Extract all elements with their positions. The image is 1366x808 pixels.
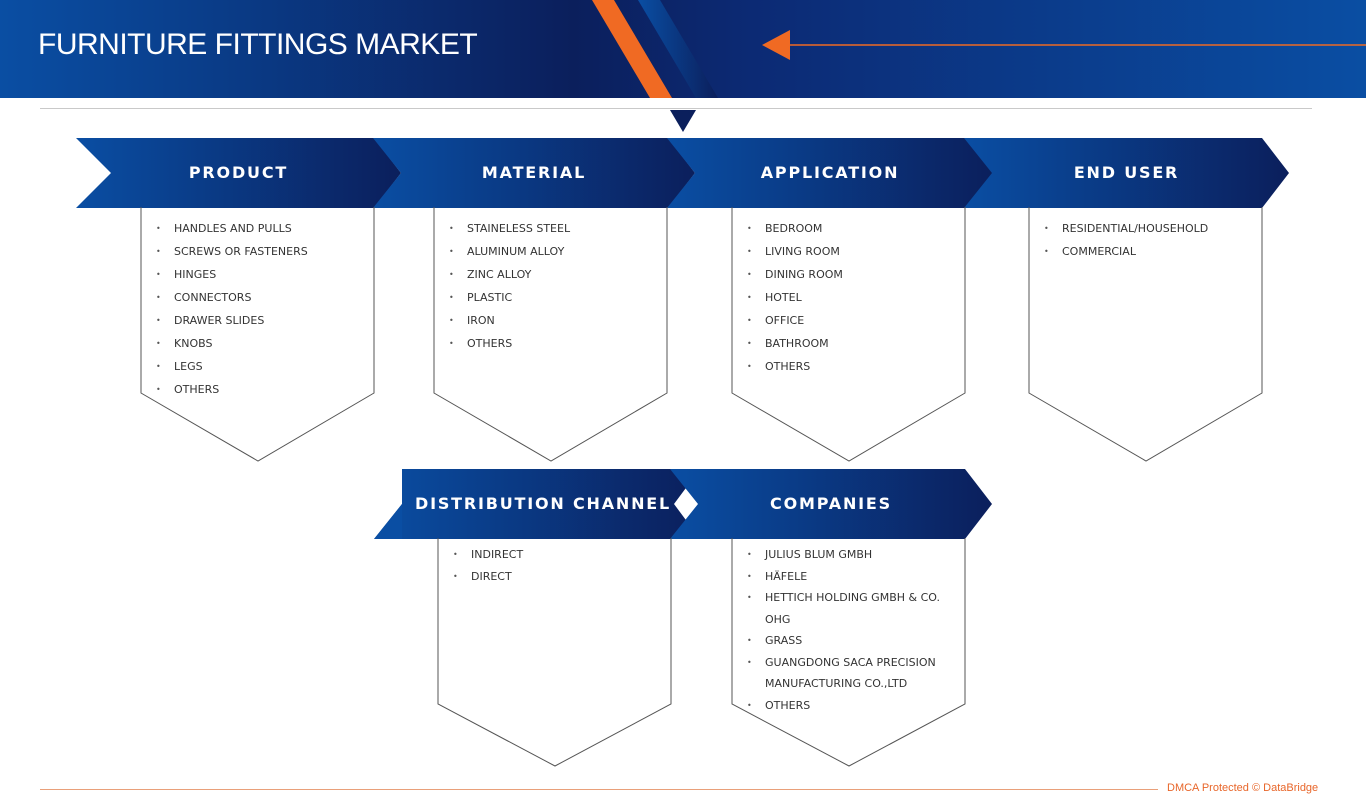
list-item: ZINC ALLOY [449,263,570,286]
segment-item-list: BEDROOM LIVING ROOM DINING ROOM HOTEL OF… [747,217,843,378]
list-item: OTHERS [156,378,308,401]
list-item: KNOBS [156,332,308,355]
page-title: FURNITURE FITTINGS MARKET [38,28,478,61]
footer-credit: DMCA Protected © DataBridge [1167,782,1319,794]
segment-label: DISTRIBUTION CHANNEL [415,494,671,513]
list-item: HETTICH HOLDING GMBH & CO. [747,587,940,609]
list-item: HINGES [156,263,308,286]
list-item: IRON [449,309,570,332]
list-item: HOTEL [747,286,843,309]
header-banner [0,0,1366,98]
segment-header-end-user: END USER [964,138,1289,208]
list-item: DINING ROOM [747,263,843,286]
segment-item-list: HANDLES AND PULLS SCREWS OR FASTENERS HI… [156,217,308,401]
list-item: COMMERCIAL [1044,240,1208,263]
segment-item-list: STAINELESS STEEL ALUMINUM ALLOY ZINC ALL… [449,217,570,355]
list-item: JULIUS BLUM GMBH [747,544,940,566]
segment-panel-end-user: RESIDENTIAL/HOUSEHOLD COMMERCIAL [1028,207,1264,463]
list-item: SCREWS OR FASTENERS [156,240,308,263]
triangle-down-icon [670,110,696,132]
list-item: OFFICE [747,309,843,332]
segment-item-list: RESIDENTIAL/HOUSEHOLD COMMERCIAL [1044,217,1208,263]
segment-label: END USER [1073,163,1180,182]
segment-panel-product: HANDLES AND PULLS SCREWS OR FASTENERS HI… [140,207,376,463]
list-item: OTHERS [747,355,843,378]
list-item: PLASTIC [449,286,570,309]
list-item: LEGS [156,355,308,378]
list-item: HÄFELE [747,566,940,588]
list-item: CONNECTORS [156,286,308,309]
segment-label: PRODUCT [188,163,289,182]
banner-graphic [0,0,1366,98]
banner-stripe-blue [638,0,718,98]
segment-header-application: APPLICATION [667,138,993,208]
segment-panel-companies: JULIUS BLUM GMBH HÄFELE HETTICH HOLDING … [731,538,967,768]
segment-header-material: MATERIAL [373,138,695,208]
list-item: INDIRECT [453,544,523,566]
list-item: DIRECT [453,566,523,588]
list-item: GUANGDONG SACA PRECISION [747,652,940,674]
banner-stripe-orange [592,0,672,98]
list-item: DRAWER SLIDES [156,309,308,332]
list-item-continued: OHG [765,612,791,626]
list-item: LIVING ROOM [747,240,843,263]
list-item: BEDROOM [747,217,843,240]
segment-item-list: JULIUS BLUM GMBH HÄFELE HETTICH HOLDING … [747,544,940,716]
list-item: BATHROOM [747,332,843,355]
segment-panel-distribution-channel: INDIRECT DIRECT [437,538,673,768]
segment-label: APPLICATION [760,163,900,182]
list-item: GRASS [747,630,940,652]
segment-header-product: PRODUCT [76,138,401,208]
segment-panel-material: STAINELESS STEEL ALUMINUM ALLOY ZINC ALL… [433,207,669,463]
list-item: RESIDENTIAL/HOUSEHOLD [1044,217,1208,240]
segment-label: MATERIAL [481,163,587,182]
bottom-divider [40,789,1158,790]
segment-header-companies: COMPANIES [670,469,992,539]
list-item: OTHERS [747,695,940,717]
list-item: STAINELESS STEEL [449,217,570,240]
list-item: ALUMINUM ALLOY [449,240,570,263]
arrow-left-icon [762,30,790,60]
list-item: OTHERS [449,332,570,355]
segment-panel-application: BEDROOM LIVING ROOM DINING ROOM HOTEL OF… [731,207,967,463]
top-divider [40,108,1312,109]
segment-label: COMPANIES [770,494,892,513]
list-item-continued: MANUFACTURING CO.,LTD [765,677,908,690]
segment-header-distribution-channel: DISTRIBUTION CHANNEL [374,469,700,539]
list-item: HANDLES AND PULLS [156,217,308,240]
segment-item-list: INDIRECT DIRECT [453,544,523,587]
